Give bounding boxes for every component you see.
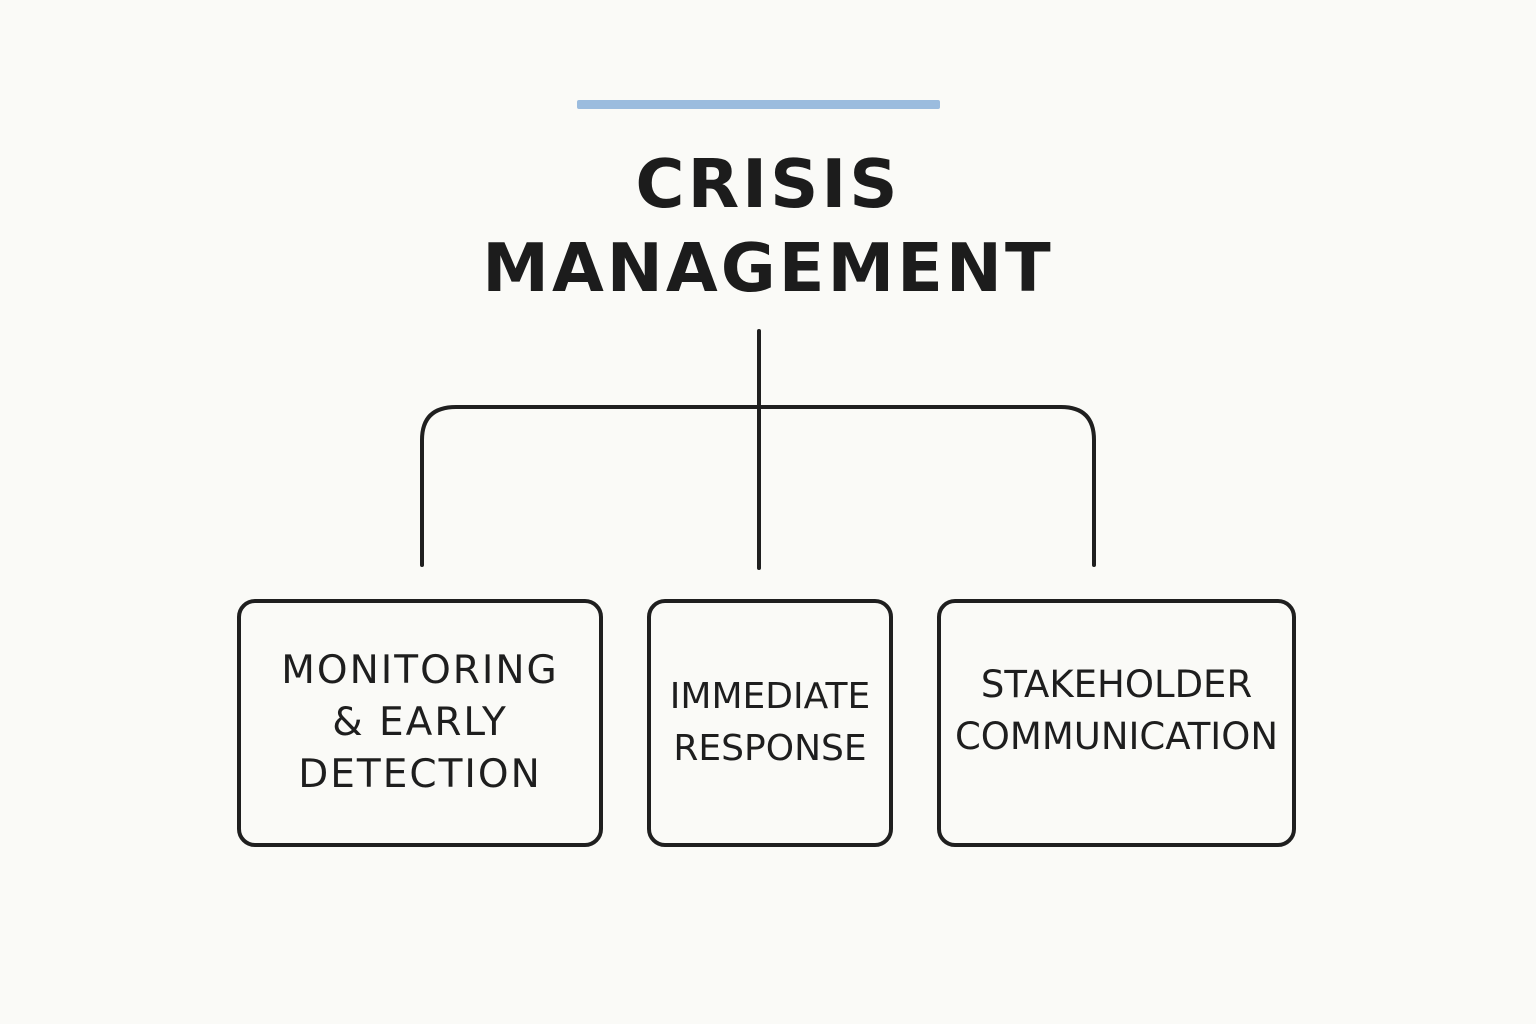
title-line-2: MANAGEMENT <box>482 229 1054 307</box>
branch-1-line-1: MONITORING <box>281 648 559 693</box>
branch-box-response: IMMEDIATE RESPONSE <box>647 599 893 847</box>
branch-box-monitoring: MONITORING & EARLY DETECTION <box>237 599 603 847</box>
branch-box-communication: STAKEHOLDER COMMUNICATION <box>937 599 1296 847</box>
branch-3-line-2: COMMUNICATION <box>954 715 1279 758</box>
branch-1-line-3: DETECTION <box>298 752 542 797</box>
diagram-title: CRISIS MANAGEMENT <box>368 142 1168 310</box>
connector-crossbar <box>420 405 1096 567</box>
branch-3-line-1: STAKEHOLDER <box>980 663 1253 706</box>
branch-2-line-1: IMMEDIATE <box>669 676 871 717</box>
branch-2-line-2: RESPONSE <box>673 728 867 769</box>
branch-1-line-2: & EARLY <box>332 700 508 745</box>
title-accent-bar <box>577 100 940 109</box>
title-line-1: CRISIS <box>635 145 901 223</box>
